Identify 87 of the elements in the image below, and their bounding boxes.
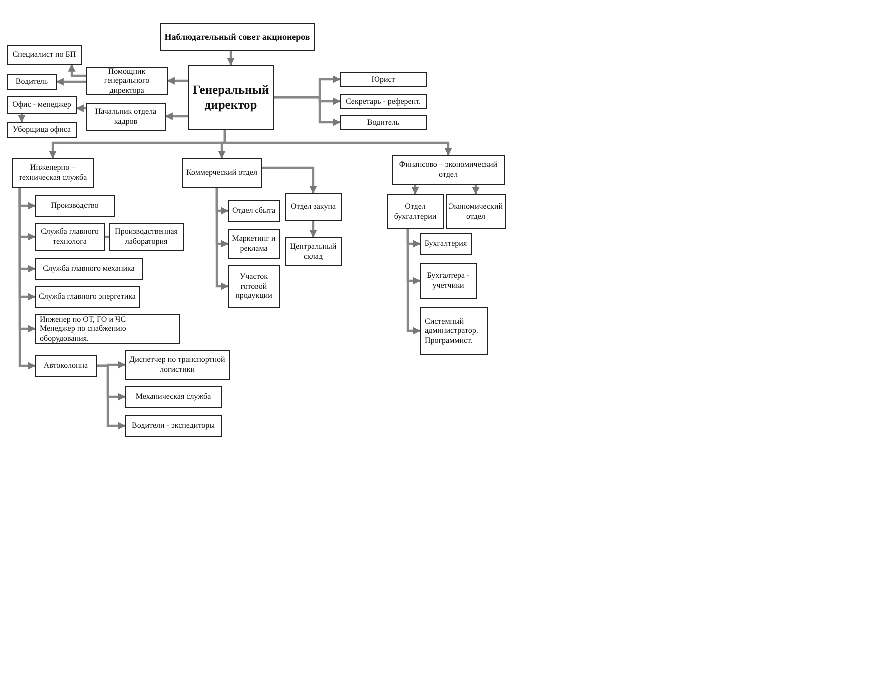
node-label: Служба главного технолога [40, 227, 100, 247]
node-label: Коммерческий отдел [186, 168, 258, 178]
arrow [18, 114, 26, 123]
node-label: Офис - менеджер [12, 100, 72, 110]
node-label: Участок готовой продукции [234, 272, 274, 301]
arrow [406, 229, 421, 335]
node-label: Секретарь - референт. [346, 96, 421, 106]
department-box [420, 307, 488, 355]
node-label: Бухгалтерия [424, 239, 468, 249]
department-box [228, 229, 280, 259]
department-box [7, 122, 77, 138]
arrow [165, 112, 188, 120]
node-label: Начальник отдела кадров [94, 107, 158, 127]
node-label: Водители - экспедиторы [132, 421, 215, 431]
node-label: Диспетчер по транспортной логистики [128, 355, 226, 375]
department-box [228, 200, 280, 222]
node-label: Производственная лаборатория [114, 227, 179, 247]
node-label: Автоколонна [44, 361, 88, 371]
department-box [182, 158, 262, 188]
node-label: Центральный склад [289, 242, 338, 262]
arrow [310, 221, 318, 238]
department-box [35, 355, 97, 377]
department-box [7, 74, 57, 90]
department-box [392, 155, 505, 185]
department-box [86, 67, 168, 95]
director-box [188, 65, 274, 130]
node-label: Инженерно – техническая служба [18, 163, 88, 183]
department-box [340, 72, 427, 87]
node-label: Служба главного энергетика [39, 292, 136, 302]
node-label: Водитель [16, 77, 48, 87]
node-label: Маркетинг и реклама [231, 234, 277, 254]
node-label: Служба главного механика [43, 264, 135, 274]
arrow [18, 188, 36, 370]
department-box [420, 263, 477, 299]
department-box [387, 194, 444, 229]
department-box [125, 350, 230, 380]
arrow [56, 78, 86, 86]
department-box [35, 258, 143, 280]
node-label: Отдел сбыта [232, 206, 276, 216]
department-box [35, 223, 105, 251]
arrow [274, 96, 341, 126]
arrow [68, 64, 86, 78]
node-label: Водитель [367, 118, 400, 128]
arrow [97, 364, 126, 430]
node-label: Наблюдательный совет акционеров [164, 32, 310, 42]
department-box [125, 415, 222, 437]
department-box [35, 195, 115, 217]
node-label: Производство [51, 201, 99, 211]
node-label: Финансово – экономический отдел [398, 160, 499, 180]
node-label: Бухгалтера - учетчики [426, 271, 471, 291]
arrow [224, 130, 452, 156]
department-box [7, 45, 82, 65]
department-box [285, 193, 342, 221]
arrow [412, 185, 420, 195]
department-box [125, 386, 222, 408]
arrow [216, 188, 229, 290]
node-label: Отдел бухгалтерии [393, 202, 438, 222]
node-label: Менеджер по снабжению оборудования. [40, 324, 128, 344]
arrow [262, 166, 318, 194]
department-box [446, 194, 506, 229]
arrow [227, 51, 235, 66]
node-label: Специалист по БП [12, 50, 76, 60]
arrow [76, 104, 86, 112]
node-label: Инженер по ОТ, ГО и ЧС [40, 314, 126, 324]
department-box [12, 158, 94, 188]
department-box [86, 103, 166, 131]
node-label: Экономический отдел [449, 202, 504, 222]
connector-line [105, 236, 109, 238]
department-box [228, 265, 280, 308]
node-label: Помощник генерального директора [103, 66, 151, 96]
department-box [420, 233, 472, 255]
department-box [285, 237, 342, 266]
node-label: Системный администратор. Программист. [425, 316, 480, 346]
department-box [35, 286, 140, 308]
department-box [109, 223, 184, 251]
department-box [340, 115, 427, 130]
department-box [7, 96, 77, 114]
node-label: Механическая служба [136, 392, 212, 402]
node-label: Уборщица офиса [12, 125, 72, 135]
department-box [35, 314, 180, 344]
arrow [472, 185, 480, 195]
node-label: Юрист [372, 74, 396, 84]
department-box [340, 94, 427, 109]
node-label: Отдел закупа [290, 202, 336, 212]
node-label: Генеральный директор [192, 82, 270, 112]
board-box [160, 23, 315, 51]
arrow [167, 77, 188, 85]
